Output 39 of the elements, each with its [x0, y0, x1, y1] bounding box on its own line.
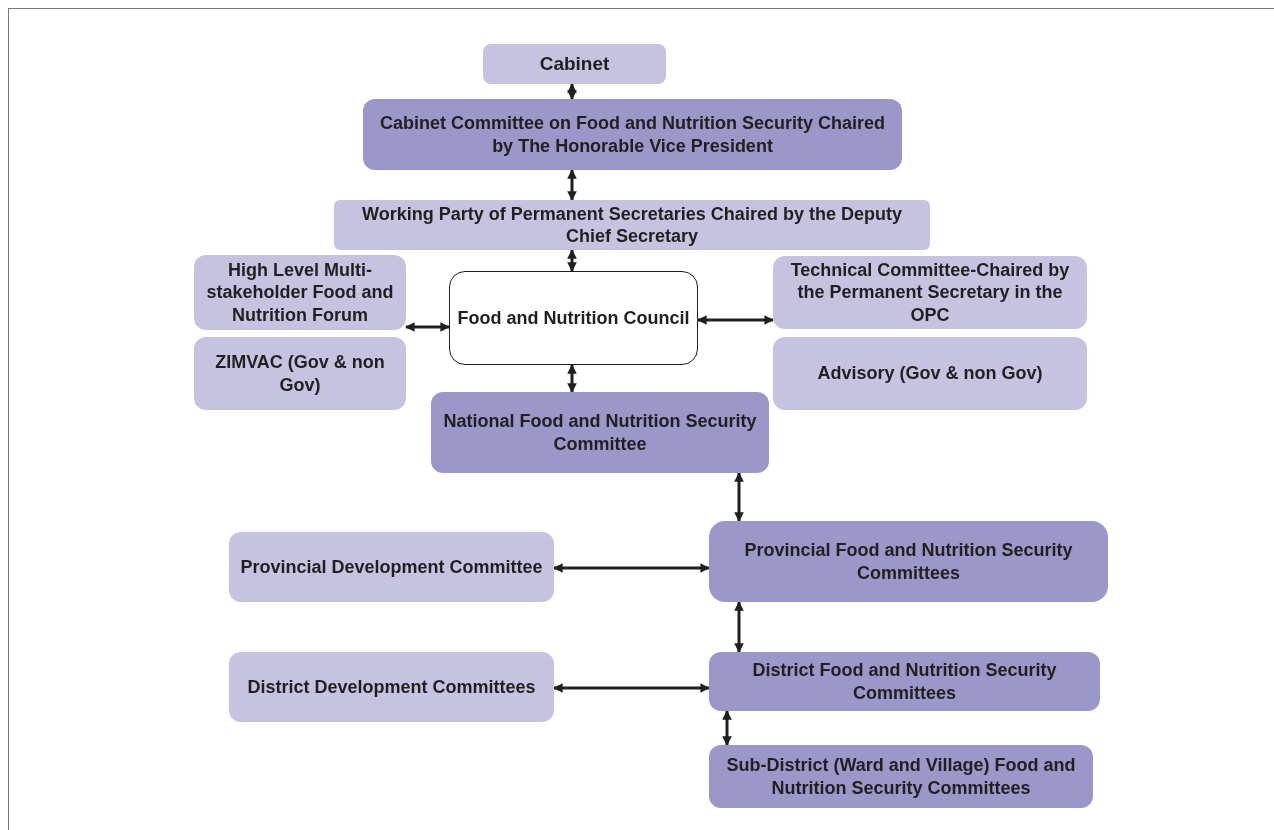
box-label: Provincial Development Committee [240, 555, 543, 579]
box-label: ZIMVAC (Gov & non Gov) [214, 351, 386, 396]
box-label: District Food and Nutrition Security Committees [751, 659, 1058, 704]
double-arrow [405, 322, 450, 332]
committee-box [194, 337, 406, 410]
box-label: Cabinet Committee on Food and Nutrition Security Chaired by The Honorable Vice President [379, 112, 886, 157]
committee-box [363, 99, 902, 170]
double-arrow [734, 472, 744, 522]
committee-box [773, 337, 1087, 410]
box-label: Working Party of Permanent Secretaries Chaired by the Deputy Chief Secretary [361, 202, 903, 248]
box-label: Food and Nutrition Council [457, 306, 690, 330]
committee-box [709, 652, 1100, 711]
double-arrow [567, 169, 577, 201]
committee-box [229, 652, 554, 722]
committee-box [483, 44, 666, 84]
box-label: Technical Committee-Chaired by the Permanent Secretary in the OPC [789, 258, 1071, 327]
box-label: High Level Multi-stakeholder Food and Nutrition Forum [205, 258, 395, 327]
double-arrow [567, 364, 577, 393]
double-arrow [567, 83, 577, 100]
council-box [449, 271, 698, 365]
committee-box [709, 521, 1108, 602]
committee-box [194, 255, 406, 330]
box-label: Sub-District (Ward and Village) Food and Nutrition Security Committees [725, 754, 1077, 799]
committee-box [431, 392, 769, 473]
committee-box [773, 256, 1087, 329]
box-label: District Development Committees [247, 675, 536, 699]
committee-box [334, 200, 930, 250]
box-label: Cabinet [539, 52, 610, 76]
double-arrow [553, 683, 710, 693]
double-arrow [734, 601, 744, 653]
double-arrow [567, 249, 577, 272]
box-label: National Food and Nutrition Security Committee [442, 410, 758, 455]
double-arrow [697, 315, 774, 325]
committee-box [229, 532, 554, 602]
double-arrow [722, 710, 732, 746]
box-label: Advisory (Gov & non Gov) [817, 362, 1043, 385]
box-label: Provincial Food and Nutrition Security Committees [743, 539, 1074, 584]
committee-box [709, 745, 1093, 808]
double-arrow [553, 563, 710, 573]
